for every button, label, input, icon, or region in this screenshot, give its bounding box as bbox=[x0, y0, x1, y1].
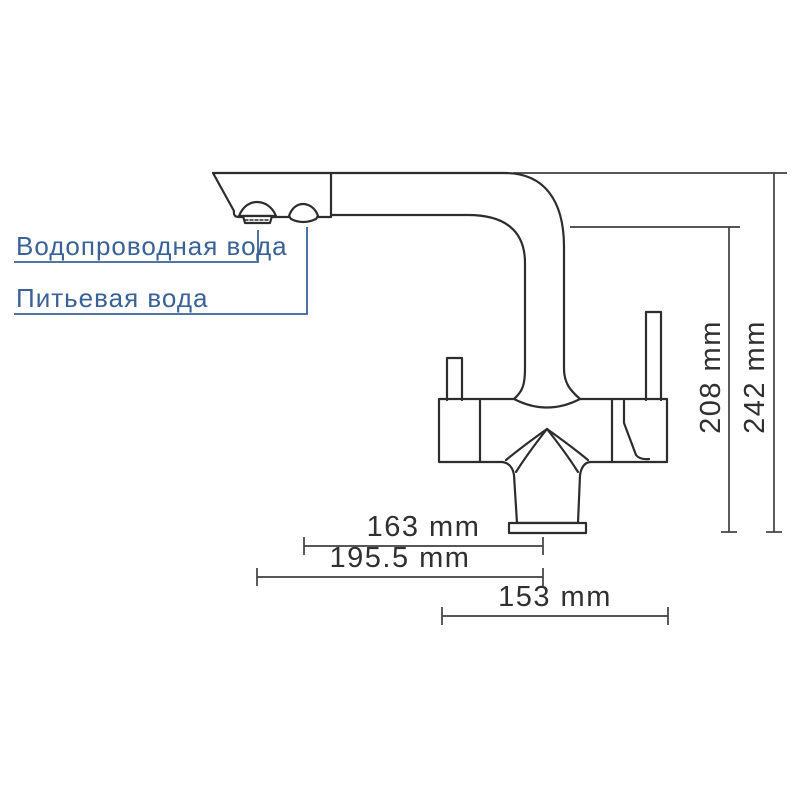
tap-water-handle bbox=[445, 356, 464, 402]
label-tap-water: Водопроводная вода bbox=[16, 231, 288, 261]
drinking-water-aerator bbox=[287, 202, 320, 224]
leader-drinking-water bbox=[14, 227, 308, 315]
cone-fillet-left bbox=[500, 460, 516, 477]
faucet-body bbox=[437, 397, 669, 464]
dimension-text-242: 242 mm bbox=[739, 320, 771, 434]
cone-edge bbox=[514, 427, 549, 474]
tap-water-aerator bbox=[237, 200, 278, 218]
dimension-lines bbox=[256, 172, 787, 625]
base-flange bbox=[507, 521, 588, 535]
dimension-text-153: 153 mm bbox=[498, 581, 612, 613]
faucet-outline bbox=[211, 171, 669, 535]
dimension-text-195-5: 195.5 mm bbox=[329, 542, 471, 574]
dimension-text-163: 163 mm bbox=[366, 511, 481, 543]
cone-edge bbox=[545, 427, 580, 474]
label-drinking-water: Питьевая вода bbox=[16, 283, 209, 313]
cone-edge bbox=[504, 427, 549, 462]
cone-edge bbox=[545, 427, 590, 462]
leader-tap-water bbox=[14, 230, 259, 263]
drinking-water-handle bbox=[644, 310, 663, 402]
dimension-text-208: 208 mm bbox=[695, 320, 727, 434]
leader-lines bbox=[14, 227, 308, 315]
spout bbox=[211, 171, 582, 409]
cone-fillet-right bbox=[578, 460, 592, 477]
right-valve-edge bbox=[622, 397, 651, 461]
